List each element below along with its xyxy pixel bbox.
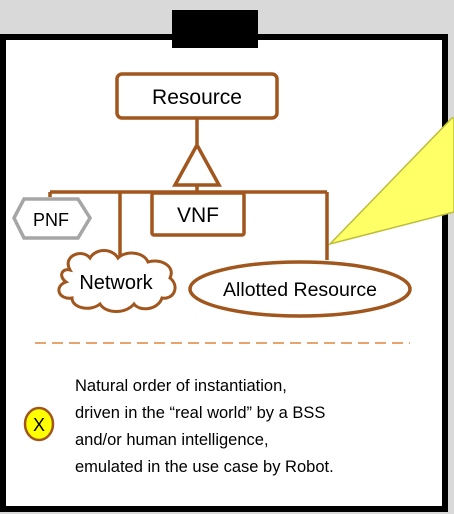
legend-line: driven in the “real world” by a BSS — [75, 404, 325, 422]
network-node — [57, 249, 177, 313]
pnf-label: PNF — [33, 210, 69, 230]
callout-pointer — [327, 117, 454, 246]
vnf-label: VNF — [177, 204, 219, 227]
instantiation-order-marker — [23, 406, 55, 442]
pnf-node — [12, 197, 93, 240]
legend-line: Natural order of instantiation, — [75, 377, 287, 395]
resource-label: Resource — [152, 86, 242, 109]
legend-line: and/or human intelligence, — [75, 431, 269, 449]
vnf-node — [150, 191, 246, 237]
resource-node — [115, 72, 279, 120]
allotted-resource-label: Allotted Resource — [223, 279, 377, 301]
inheritance-triangle — [172, 141, 222, 187]
instantiation-order-marker-label: X — [33, 415, 45, 435]
allotted-resource-node — [188, 260, 412, 318]
key-title-tab — [172, 10, 258, 48]
key-title: Key — [197, 19, 234, 42]
legend-text: Natural order of instantiation, driven i… — [75, 377, 334, 476]
network-label: Network — [79, 272, 153, 294]
legend-line: emulated in the use case by Robot. — [75, 458, 334, 476]
